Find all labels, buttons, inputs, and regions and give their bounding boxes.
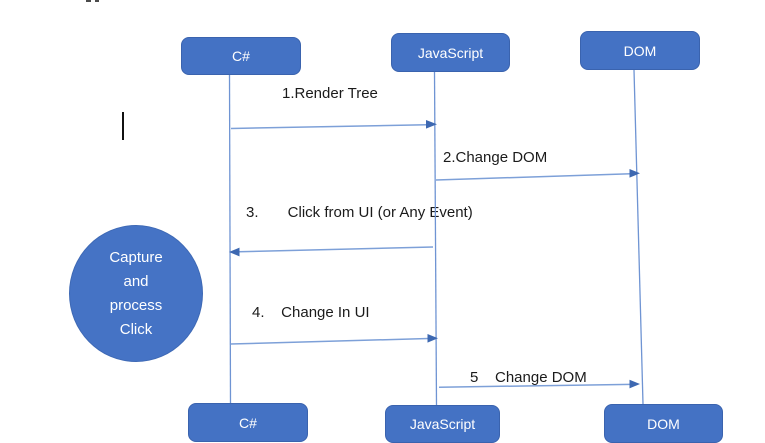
arrow-render-tree[interactable] — [230, 120, 437, 130]
text-cursor[interactable] — [122, 112, 124, 140]
lifeline-csharp[interactable] — [228, 74, 232, 404]
message-label-render-tree: 1.Render Tree — [282, 85, 378, 102]
lifeline-javascript[interactable] — [433, 71, 438, 406]
message-label-change-dom-2: 5 Change DOM — [470, 369, 587, 386]
node-label: JavaScript — [417, 44, 484, 61]
circle-text-line: Click — [119, 320, 153, 338]
circle-text-line: and — [123, 272, 149, 290]
node-label: C# — [232, 48, 250, 64]
circle-text-line: process — [109, 296, 163, 314]
node-label: DOM — [623, 42, 657, 59]
lifeline-dom[interactable] — [633, 69, 644, 405]
message-label-click-from-ui: 3. Click from UI (or Any Event) — [246, 204, 473, 221]
arrow-change-in-ui[interactable] — [230, 334, 439, 345]
node-javascript-top[interactable]: JavaScript — [391, 33, 510, 72]
node-dom-bottom[interactable]: DOM — [604, 404, 723, 443]
arrow-change-dom-1[interactable] — [435, 169, 640, 181]
node-csharp-top[interactable]: C# — [181, 37, 301, 75]
circle-text-line: Capture — [109, 248, 163, 266]
node-label: C# — [239, 414, 257, 431]
clipped-text-artifact — [86, 0, 91, 2]
node-javascript-bottom[interactable]: JavaScript — [385, 405, 500, 443]
node-label: JavaScript — [409, 416, 476, 432]
node-dom-top[interactable]: DOM — [580, 31, 700, 70]
capture-process-circle[interactable]: Capture and process Click — [69, 225, 203, 362]
node-csharp-bottom[interactable]: C# — [188, 403, 308, 442]
message-label-change-dom-1: 2.Change DOM — [443, 149, 548, 166]
message-label-change-in-ui: 4. Change In UI — [252, 304, 370, 321]
arrow-click-from-ui[interactable] — [229, 246, 434, 257]
clipped-text-artifact — [95, 0, 99, 2]
node-label: DOM — [647, 415, 680, 432]
